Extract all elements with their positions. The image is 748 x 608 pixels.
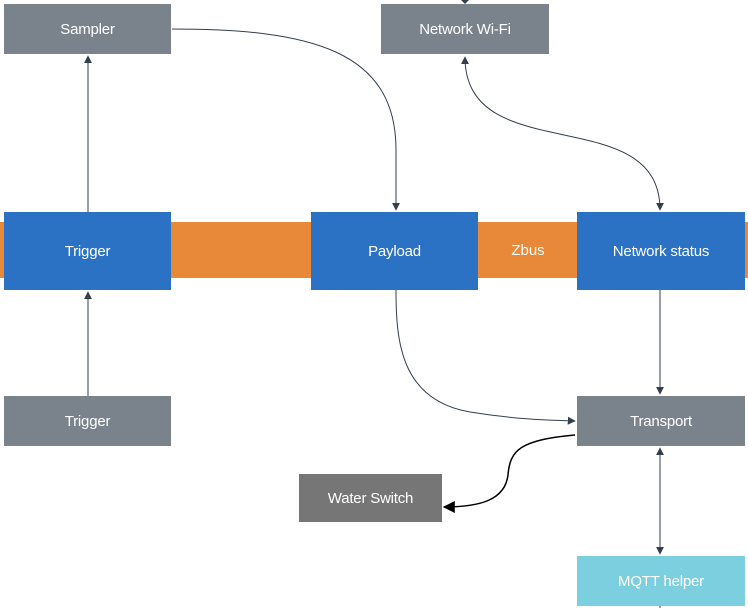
trigger-source-node[interactable]: Trigger	[4, 396, 171, 446]
edge-wifi-to-network-status	[461, 56, 664, 211]
transport-node[interactable]: Transport	[577, 396, 745, 446]
network-wifi-node[interactable]: Network Wi-Fi	[381, 4, 549, 54]
edge-sampler-to-payload	[171, 28, 400, 211]
trigger-module-node[interactable]: Trigger	[4, 212, 171, 290]
water-switch-node[interactable]: Water Switch	[299, 474, 442, 522]
network-status-module-node[interactable]: Network status	[577, 212, 745, 290]
payload-module-node[interactable]: Payload	[311, 212, 478, 290]
zbus-label: Zbus	[511, 241, 545, 259]
edge-into-wifi-top-arrowhead	[461, 0, 469, 4]
edge-transport-to-water-switch	[442, 434, 576, 513]
sampler-node[interactable]: Sampler	[4, 4, 171, 54]
edge-payload-to-transport	[395, 289, 576, 425]
mqtt-helper-node[interactable]: MQTT helper	[577, 556, 745, 606]
